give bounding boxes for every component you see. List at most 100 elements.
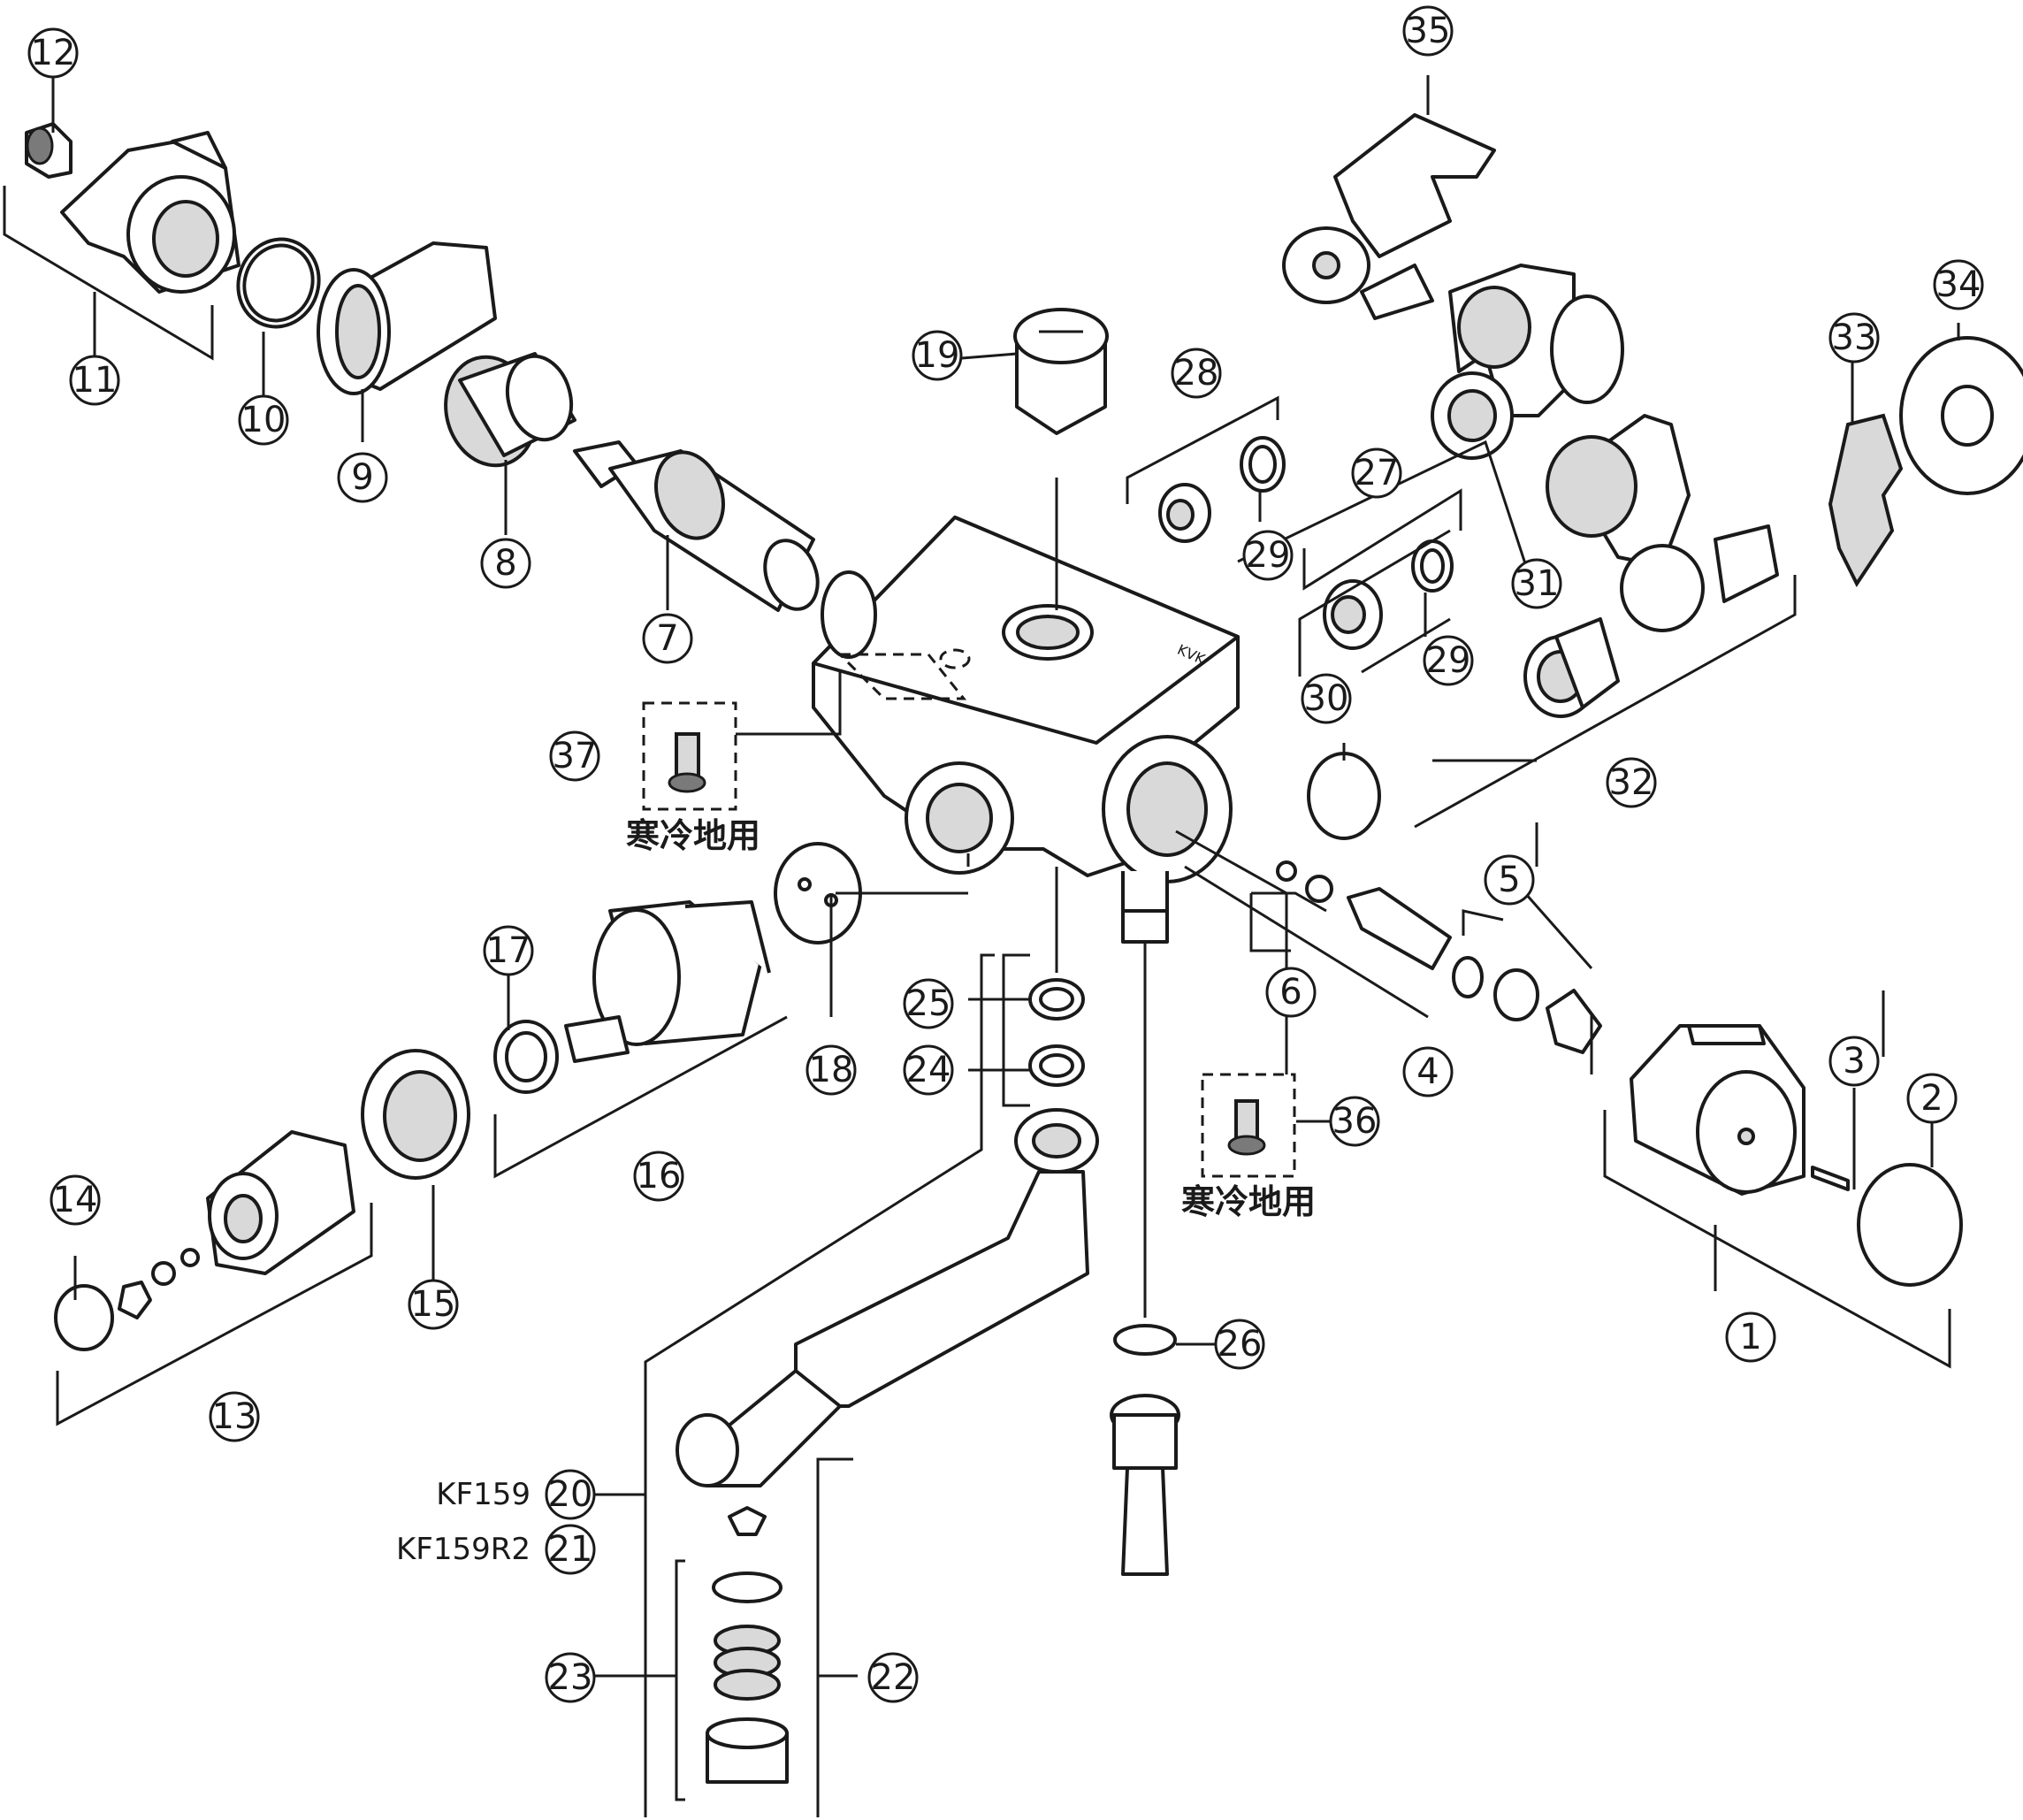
svg-text:32: 32 xyxy=(1609,762,1654,803)
callout-32: 32 xyxy=(1606,757,1657,808)
part-6-screw-washer xyxy=(1276,860,1333,903)
svg-text:15: 15 xyxy=(411,1284,456,1325)
callout-20: 20 xyxy=(545,1469,596,1520)
part-30-cap xyxy=(1307,752,1381,840)
part-8-nut xyxy=(444,352,576,468)
spout-assembly xyxy=(676,1108,1099,1487)
part-7-cartridge xyxy=(573,440,820,612)
svg-text:27: 27 xyxy=(1355,453,1400,493)
callout-5: 5 xyxy=(1484,854,1535,906)
leader-lines xyxy=(51,75,1960,1678)
svg-text:11: 11 xyxy=(73,360,118,401)
callout-35: 35 xyxy=(1402,5,1454,57)
svg-text:24: 24 xyxy=(906,1050,951,1090)
svg-text:30: 30 xyxy=(1304,678,1349,719)
note-cold-region-left: 寒冷地用 xyxy=(626,816,760,855)
callout-11: 11 xyxy=(69,355,120,406)
part-9-plate xyxy=(317,241,497,395)
part-37-drain-plug xyxy=(642,701,737,811)
svg-text:28: 28 xyxy=(1174,353,1219,394)
callout-1: 1 xyxy=(1725,1311,1776,1363)
svg-text:19: 19 xyxy=(915,335,960,376)
part-29-packing-upper xyxy=(1240,436,1286,493)
part-17-ring xyxy=(493,1020,559,1094)
callout-29-upper: 29 xyxy=(1242,530,1294,581)
svg-text:36: 36 xyxy=(1332,1101,1378,1142)
part-10-o-ring xyxy=(236,237,321,329)
callout-31: 31 xyxy=(1511,558,1562,609)
callout-7: 7 xyxy=(642,613,693,664)
callout-17: 17 xyxy=(483,925,534,976)
callout-37: 37 xyxy=(549,730,600,782)
callout-8: 8 xyxy=(480,538,531,589)
callout-25: 25 xyxy=(903,978,954,1029)
svg-text:22: 22 xyxy=(871,1657,916,1698)
part-29-packing-lower xyxy=(1411,539,1454,593)
callout-26: 26 xyxy=(1214,1319,1265,1370)
callout-9: 9 xyxy=(337,452,388,503)
svg-text:16: 16 xyxy=(637,1156,682,1197)
callout-15: 15 xyxy=(408,1279,459,1330)
part-5-packing-set xyxy=(1452,956,1602,1054)
svg-text:17: 17 xyxy=(486,930,531,971)
part-11-temp-handle xyxy=(60,131,240,294)
svg-text:33: 33 xyxy=(1832,317,1877,358)
callout-13: 13 xyxy=(209,1391,260,1442)
callout-18: 18 xyxy=(805,1044,857,1096)
svg-text:4: 4 xyxy=(1416,1051,1439,1092)
svg-text:18: 18 xyxy=(809,1050,854,1090)
part-33-bracket xyxy=(1828,413,1904,587)
svg-text:6: 6 xyxy=(1279,972,1302,1013)
part-4-spindle xyxy=(1347,887,1452,970)
part-1-flow-handle xyxy=(1630,1024,1805,1196)
callout-36: 36 xyxy=(1329,1096,1380,1147)
callout-24: 24 xyxy=(903,1044,954,1096)
part-27-stop-valve xyxy=(1323,579,1383,650)
part-22-aerator-set xyxy=(706,1506,789,1784)
svg-text:25: 25 xyxy=(906,983,951,1024)
callout-12: 12 xyxy=(27,27,79,79)
part-25-ring xyxy=(1028,978,1085,1021)
callout-3: 3 xyxy=(1828,1036,1880,1087)
callout-19: 19 xyxy=(912,330,963,381)
svg-text:9: 9 xyxy=(351,457,373,498)
svg-text:10: 10 xyxy=(241,400,286,440)
svg-text:26: 26 xyxy=(1218,1324,1263,1365)
shower-hose xyxy=(1110,909,1180,1576)
callout-21: 21 xyxy=(545,1524,596,1575)
callout-6: 6 xyxy=(1265,967,1317,1018)
part-12-cap xyxy=(25,122,73,179)
part-16-thermo-cartridge xyxy=(564,900,771,1063)
part-31-check-valve xyxy=(1523,617,1620,718)
svg-text:29: 29 xyxy=(1246,535,1291,576)
svg-text:5: 5 xyxy=(1498,860,1520,900)
svg-text:23: 23 xyxy=(548,1657,593,1698)
part-28-stop-valve xyxy=(1158,483,1211,543)
callout-28: 28 xyxy=(1171,348,1222,399)
callout-27: 27 xyxy=(1351,447,1402,499)
svg-text:37: 37 xyxy=(553,736,598,776)
svg-text:35: 35 xyxy=(1406,11,1451,51)
svg-text:2: 2 xyxy=(1920,1078,1943,1119)
svg-text:20: 20 xyxy=(548,1474,593,1515)
model-label-20: KF159 xyxy=(436,1477,531,1512)
callout-29-lower: 29 xyxy=(1423,635,1474,686)
callout-30: 30 xyxy=(1301,673,1352,724)
svg-text:8: 8 xyxy=(494,543,516,584)
part-24-ring xyxy=(1028,1044,1085,1087)
valve-body: KVK xyxy=(812,516,1240,930)
svg-text:12: 12 xyxy=(31,33,76,73)
part-15-union xyxy=(361,1049,470,1180)
callout-22: 22 xyxy=(867,1652,919,1703)
callout-33: 33 xyxy=(1828,312,1880,363)
svg-text:1: 1 xyxy=(1739,1317,1761,1357)
part-2-cap xyxy=(1857,1163,1963,1287)
part-13-handle-body xyxy=(206,1130,355,1275)
part-26-packing xyxy=(1113,1324,1177,1356)
part-3-screw xyxy=(1811,1166,1850,1191)
callout-23: 23 xyxy=(545,1652,596,1703)
svg-text:21: 21 xyxy=(548,1529,593,1570)
part-34-escutcheon xyxy=(1899,336,2023,495)
note-cold-region-right: 寒冷地用 xyxy=(1181,1182,1316,1221)
